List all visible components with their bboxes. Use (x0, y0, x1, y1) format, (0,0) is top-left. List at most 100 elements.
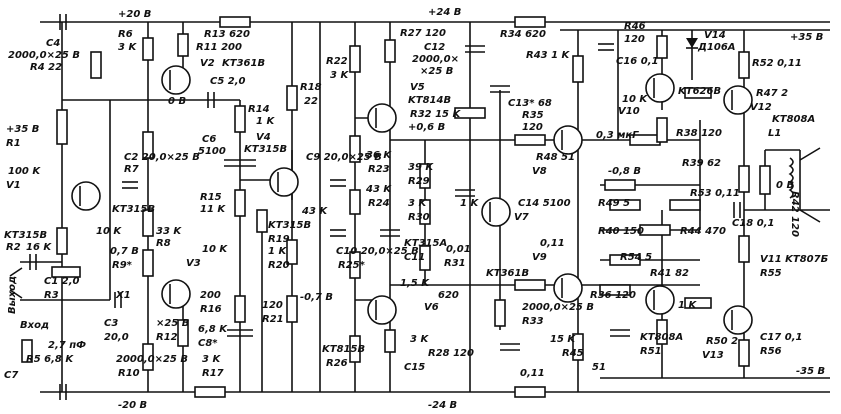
resistor-r55 (738, 235, 750, 263)
capacitor-c4 (59, 14, 67, 30)
label: R54 5 (620, 252, 652, 263)
label: R53 0,11 (690, 188, 740, 199)
resistor-r27 (384, 39, 396, 63)
label: 39 K (408, 162, 434, 173)
label: 2000,0×25 В (522, 302, 594, 313)
label: C4 (46, 38, 60, 49)
label: R25* (338, 260, 366, 271)
label: 36 K (366, 150, 392, 161)
label: +35 В (6, 124, 39, 135)
label: 2000,0× (412, 54, 459, 65)
label: R26 (326, 358, 348, 369)
label: 10 K (96, 226, 122, 237)
label: R24 (368, 198, 390, 209)
label: -0,7 В (300, 292, 333, 303)
resistor-r23 (349, 135, 361, 163)
label: V9 (532, 252, 547, 263)
label: R9* (112, 260, 133, 271)
resistor-r36 (514, 279, 546, 291)
label: R31 (444, 258, 466, 269)
label: 3 K (408, 198, 427, 209)
rail-p24-label: +24 В (428, 7, 461, 18)
label: L1 (768, 128, 781, 139)
label: 0,3 мкГ (596, 130, 639, 141)
label: R50 2 (706, 336, 738, 347)
label: R48 51 (536, 152, 575, 163)
resistor-r8 (142, 209, 154, 237)
labels: +20 В -20 В +24 В -24 В +35 В -35 В C4 2… (4, 7, 829, 411)
label: 3 K (330, 70, 349, 81)
resistor-r40 (609, 199, 641, 211)
resistor-r5 (21, 339, 33, 363)
resistor-r32 (454, 107, 486, 119)
label: 5100 (198, 146, 226, 157)
capacitor-c17 (610, 329, 630, 337)
label: KT315B (244, 144, 287, 155)
label: R33 (522, 316, 544, 327)
resistor-r45 (572, 333, 584, 361)
label: R44 470 (680, 226, 726, 237)
transistor-v8 (553, 125, 583, 155)
output-terminal (799, 147, 821, 223)
label: R15 (200, 192, 222, 203)
transistor-v6 (367, 295, 397, 325)
label: R11 200 (196, 42, 242, 53)
rail-m20-label: -20 В (118, 400, 147, 411)
label: R1 (6, 138, 21, 149)
label: 200 (200, 290, 221, 301)
label: R55 (760, 268, 782, 279)
resistor-r3 (51, 266, 81, 278)
capacitor-c2 (122, 181, 138, 189)
label: KT315B (268, 220, 311, 231)
label: ×25 В (156, 318, 189, 329)
transistor-v2 (161, 65, 191, 95)
inductor-l1 (788, 157, 794, 199)
label: R40 150 (598, 226, 644, 237)
input-terminal-x1 (9, 267, 23, 299)
label: R45 (562, 348, 584, 359)
label: KT626B (678, 86, 721, 97)
resistor-r41 (609, 254, 641, 266)
resistor-r31 (419, 245, 431, 271)
resistor-r46 (656, 35, 668, 59)
label: C3 (104, 318, 118, 329)
resistor-r49 (669, 199, 701, 211)
rail-m35-label: -35 В (796, 366, 825, 377)
label: 1 K (460, 198, 479, 209)
resistor-r15 (234, 189, 246, 217)
capacitor-c14 (455, 189, 475, 197)
label: C8* (198, 338, 218, 349)
label: V2 (200, 58, 215, 69)
capacitor-c6 (224, 159, 256, 167)
label: C5 2,0 (210, 76, 246, 87)
resistor-r17 (194, 386, 226, 398)
label: 1 K (268, 246, 287, 257)
capacitor-c10 (330, 229, 346, 237)
resistor-r16 (234, 295, 246, 323)
label: C1 2,0 (44, 276, 80, 287)
label: V10 (618, 106, 640, 117)
capacitor-c15 (500, 343, 520, 351)
label: C7 (4, 370, 18, 381)
resistor-r2 (56, 227, 68, 255)
resistor-r52 (738, 51, 750, 79)
capacitor-c18 (733, 202, 741, 218)
resistor-r25 (349, 251, 361, 279)
resistor-r14 (234, 105, 246, 133)
label: R28 120 (428, 348, 474, 359)
label: R22 (326, 56, 348, 67)
resistors (21, 16, 771, 398)
resistor-r37 (514, 386, 546, 398)
label: R17 (202, 368, 224, 379)
label: 620 (438, 290, 459, 301)
resistor-r39 (604, 179, 636, 191)
label: R30 (408, 212, 430, 223)
resistor-r35 (514, 134, 546, 146)
label: R56 (760, 346, 782, 357)
label: KT315A (404, 238, 447, 249)
label: V13 (702, 350, 724, 361)
capacitors (29, 14, 741, 400)
label: KT814B (408, 95, 451, 106)
label: 0 В (776, 180, 794, 191)
label: C12 (424, 42, 445, 53)
